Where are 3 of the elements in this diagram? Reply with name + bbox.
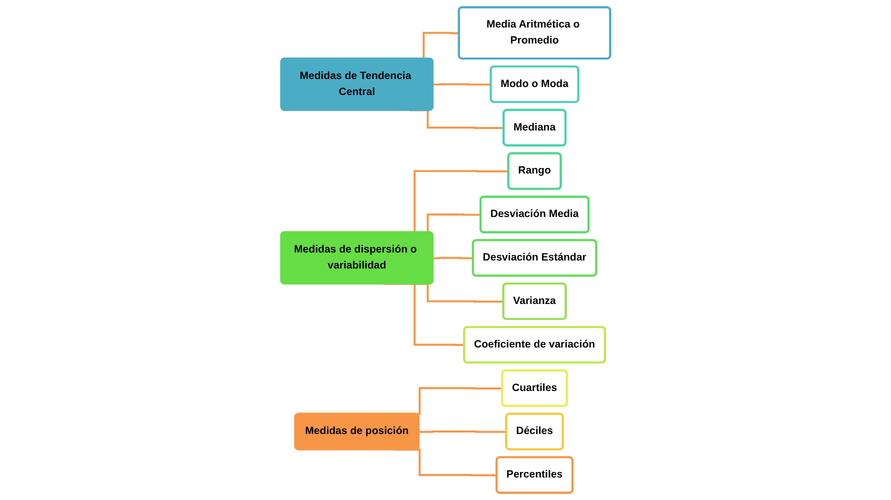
connector	[418, 430, 506, 433]
connector	[432, 256, 473, 260]
connector	[432, 83, 491, 86]
